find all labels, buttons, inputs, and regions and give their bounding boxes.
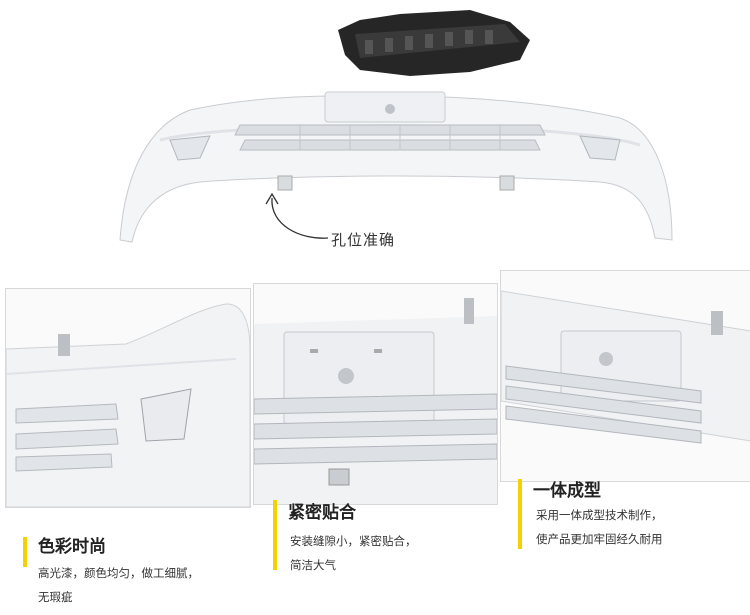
detail-photo-corner xyxy=(5,288,251,508)
feature-desc-line1: 采用一体成型技术制作， xyxy=(536,508,663,522)
mounting-bracket xyxy=(338,10,530,76)
detail-photo-side xyxy=(500,270,750,482)
hero-product-image xyxy=(0,0,750,265)
hole-position-callout: 孔位准确 xyxy=(331,231,396,249)
bumper-body xyxy=(119,91,673,243)
feature-accent-bar xyxy=(273,500,277,570)
feature-desc-line2: 无瑕疵 xyxy=(38,590,73,604)
feature-accent-bar xyxy=(23,537,27,567)
feature-title: 紧密贴合 xyxy=(288,503,356,523)
feature-title: 色彩时尚 xyxy=(38,537,106,557)
callout-arrow xyxy=(271,197,329,239)
detail-photo-grille xyxy=(253,283,498,505)
feature-desc-line2: 使产品更加牢固经久耐用 xyxy=(536,532,663,546)
feature-accent-bar xyxy=(518,479,522,549)
feature-desc-line1: 高光漆，颜色均匀，做工细腻， xyxy=(38,566,199,580)
feature-desc-line2: 简洁大气 xyxy=(290,558,336,572)
bumper-illustration xyxy=(119,10,673,243)
feature-title: 一体成型 xyxy=(533,481,601,501)
feature-desc-line1: 安装缝隙小，紧密贴合， xyxy=(290,534,417,548)
